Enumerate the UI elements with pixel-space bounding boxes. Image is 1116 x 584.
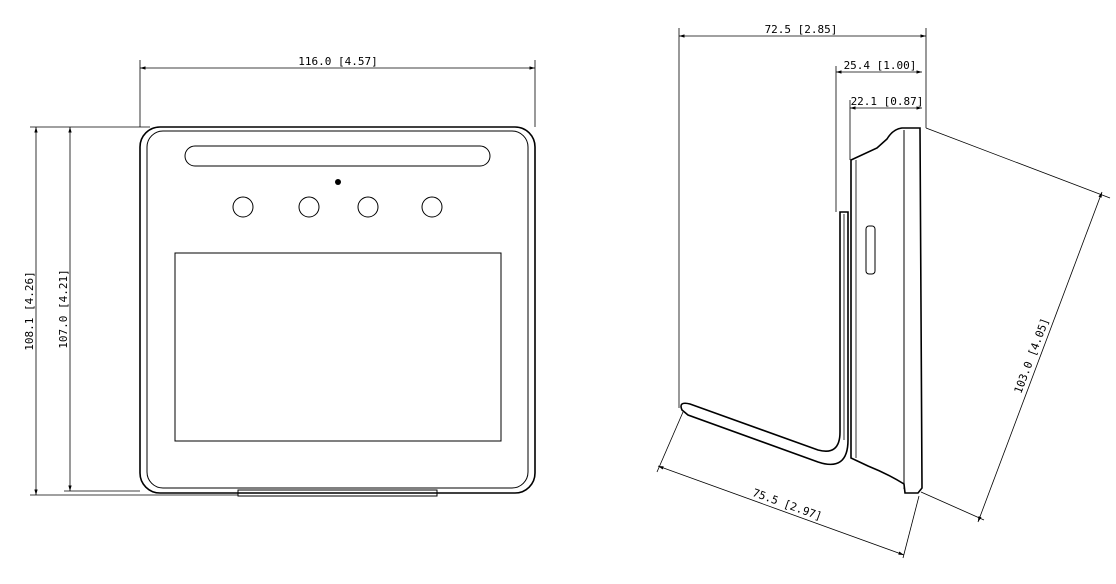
front-view: 116.0 [4.57] 108.1 [4.26] 107.0 [4.21] [23,55,536,497]
outer-height-dimension-label: 108.1 [4.26] [23,271,36,350]
side-view: 72.5 [2.85] 25.4 [1.00] 22.1 [0.87] 103.… [656,23,1111,559]
inner-height-dimension-label: 107.0 [4.21] [57,269,70,348]
stand-bracket [680,211,849,466]
sensor-circle [232,196,254,218]
display-screen [174,252,502,442]
body-depth-dimension-label: 22.1 [0.87] [851,95,924,108]
sensor-circle [298,196,320,218]
overall-depth-dimension-label: 72.5 [2.85] [765,23,838,36]
stand-ext-right [902,495,920,559]
bracket-depth-dimension-label: 25.4 [1.00] [844,59,917,72]
diag-ext-bottom [920,491,985,521]
stand-ext-left [656,411,684,473]
sensor-circle [421,196,443,218]
side-device-body [850,127,923,494]
device-outer-frame [139,126,536,494]
stand-length-dimension-label: 75.5 [2.97] [751,486,824,523]
device-inner-frame [146,130,529,489]
diagonal-height-dimension-label: 103.0 [4.05] [1012,316,1052,395]
side-button [865,225,876,275]
stand-length-dimension-line [657,465,905,556]
bottom-mount [237,489,438,497]
light-bar [184,145,491,167]
sensor-circle [357,196,379,218]
camera-dot [335,179,341,185]
diag-ext-top [925,127,1111,199]
diagonal-height-dimension-line [977,191,1103,523]
width-dimension-label: 116.0 [4.57] [298,55,377,68]
